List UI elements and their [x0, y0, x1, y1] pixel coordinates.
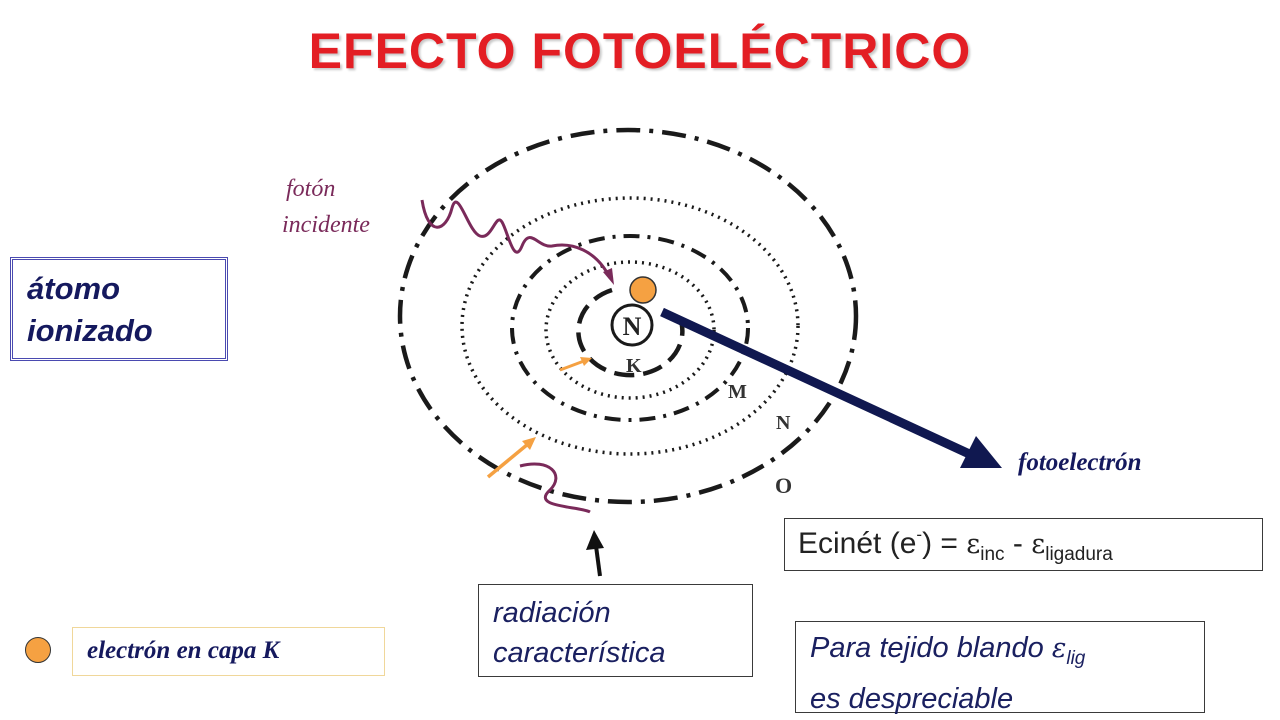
kinetic-energy-formula-box: Ecinét (e-) = εinc - εligadura	[784, 518, 1263, 571]
electron-legend-dot	[25, 637, 51, 663]
formula-prefix: Ecinét (e	[798, 527, 916, 560]
atomo-line1: átomo	[27, 268, 211, 310]
radiation-pointer-arrow	[596, 546, 600, 576]
formula-dash: -	[1005, 527, 1032, 560]
formula-sub2: ligadura	[1045, 544, 1113, 565]
tejido-sub: lig	[1066, 648, 1085, 669]
incident-photon-wave	[422, 200, 610, 278]
tejido-text: Para tejido blando	[810, 632, 1052, 664]
shell-label-n: N	[776, 412, 791, 434]
formula-sub1: inc	[980, 544, 1004, 565]
nucleus-label: N	[623, 312, 642, 341]
atomo-ionizado-box: átomo ionizado	[10, 257, 228, 361]
label-foton-line2: incidente	[282, 212, 370, 238]
legend-text: electrón en capa K	[87, 637, 279, 664]
transition-arrow-2	[488, 444, 528, 477]
label-foton-line1: fotón	[286, 176, 335, 202]
tejido-blando-box: Para tejido blando εlig es despreciable	[795, 621, 1205, 713]
transition-arrow-1	[560, 361, 584, 370]
shell-label-m: M	[728, 381, 747, 403]
formula-eps2: ε	[1031, 529, 1045, 560]
radiation-pointer-arrowhead	[586, 530, 604, 550]
tejido-eps: ε	[1052, 633, 1067, 664]
shell-label-k: K	[626, 355, 642, 377]
radiacion-caracteristica-box: radiación característica	[478, 584, 753, 677]
legend-electron-capa-k: electrón en capa K	[72, 627, 385, 676]
atomo-line2: ionizado	[27, 310, 211, 352]
ejected-electron	[630, 277, 656, 303]
radiacion-line2: característica	[493, 633, 738, 673]
formula-eq: ) =	[922, 527, 966, 560]
characteristic-radiation-wave	[520, 464, 590, 512]
radiacion-line1: radiación	[493, 593, 738, 633]
photoelectron-arrow	[662, 312, 978, 458]
shell-label-o: O	[775, 473, 792, 498]
formula-eps1: ε	[966, 529, 980, 560]
label-fotoelectron: fotoelectrón	[1018, 449, 1142, 476]
tejido-line1: Para tejido blando εlig	[810, 628, 1190, 679]
tejido-line2: es despreciable	[810, 679, 1190, 719]
